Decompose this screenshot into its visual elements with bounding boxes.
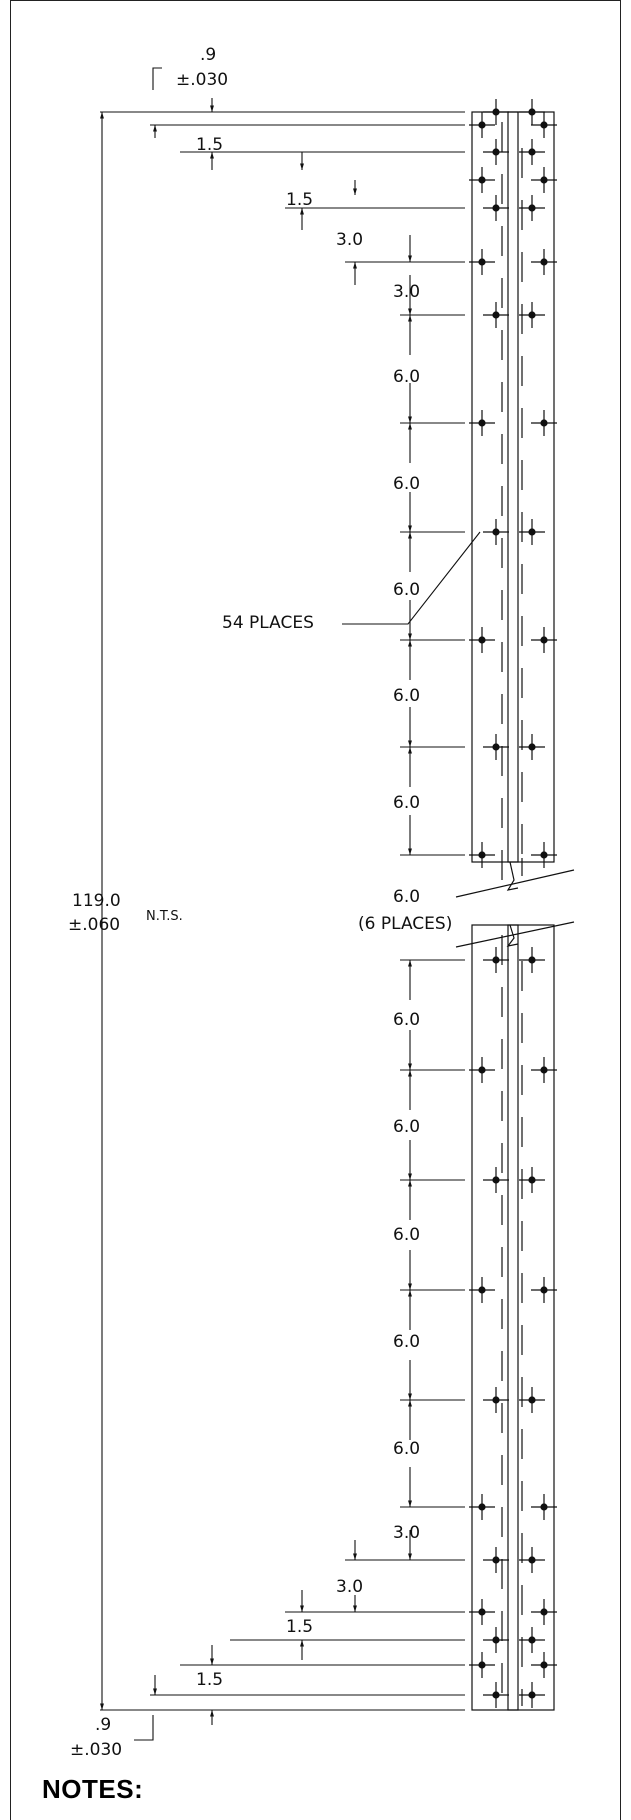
leader-line <box>134 1715 154 1741</box>
break-line <box>455 869 575 898</box>
nts-label: N.T.S. <box>146 909 183 924</box>
break-line <box>455 921 575 948</box>
dim-label: 6.0 <box>393 686 420 706</box>
dim-label: 1.5 <box>286 1617 313 1637</box>
dim-label: 6.0 <box>393 474 420 494</box>
top-offset-tol-label: ±.030 <box>176 70 228 90</box>
hinge-pin <box>507 924 519 1711</box>
dim-label: 1.5 <box>196 1670 223 1690</box>
bottom-offset-tol-label: ±.030 <box>70 1740 122 1760</box>
dim-label: 6.0 <box>393 887 420 907</box>
hinge-plate <box>471 924 555 1711</box>
dim-label: 3.0 <box>336 1577 363 1597</box>
dim-label: 6.0 <box>393 367 420 387</box>
dim-label: 1.5 <box>196 135 223 155</box>
dim-label: 6.0 <box>393 1332 420 1352</box>
dim-label: 6.0 <box>393 793 420 813</box>
top-offset-label: .9 <box>200 45 216 65</box>
drawing-frame <box>10 0 621 1820</box>
notes-heading: NOTES: <box>42 1774 144 1804</box>
dim-label: 6.0 <box>393 1010 420 1030</box>
dim-label: 6.0 <box>393 1439 420 1459</box>
overall-tol-label: ±.060 <box>68 915 120 935</box>
dim-label: 3.0 <box>393 282 420 302</box>
callout-label: 54 PLACES <box>222 613 314 633</box>
bottom-offset-label: .9 <box>95 1715 111 1735</box>
dim-label: 6.0 <box>393 580 420 600</box>
hinge-plate <box>471 111 555 863</box>
hinge-body <box>455 99 575 1711</box>
break-mark <box>506 861 519 891</box>
dim-label: 1.5 <box>286 190 313 210</box>
dimension-lines <box>100 67 481 1741</box>
dim-label: 6.0 <box>393 1225 420 1245</box>
overall-length-label: 119.0 <box>72 891 121 911</box>
break-mark <box>506 924 519 947</box>
places-note: (6 PLACES) <box>358 914 452 934</box>
hinge-pin <box>507 111 519 863</box>
dim-label: 6.0 <box>393 1117 420 1137</box>
callout-leader <box>342 531 481 625</box>
dim-label: 3.0 <box>336 230 363 250</box>
leader-line <box>152 67 162 90</box>
dim-label: 3.0 <box>393 1523 420 1543</box>
